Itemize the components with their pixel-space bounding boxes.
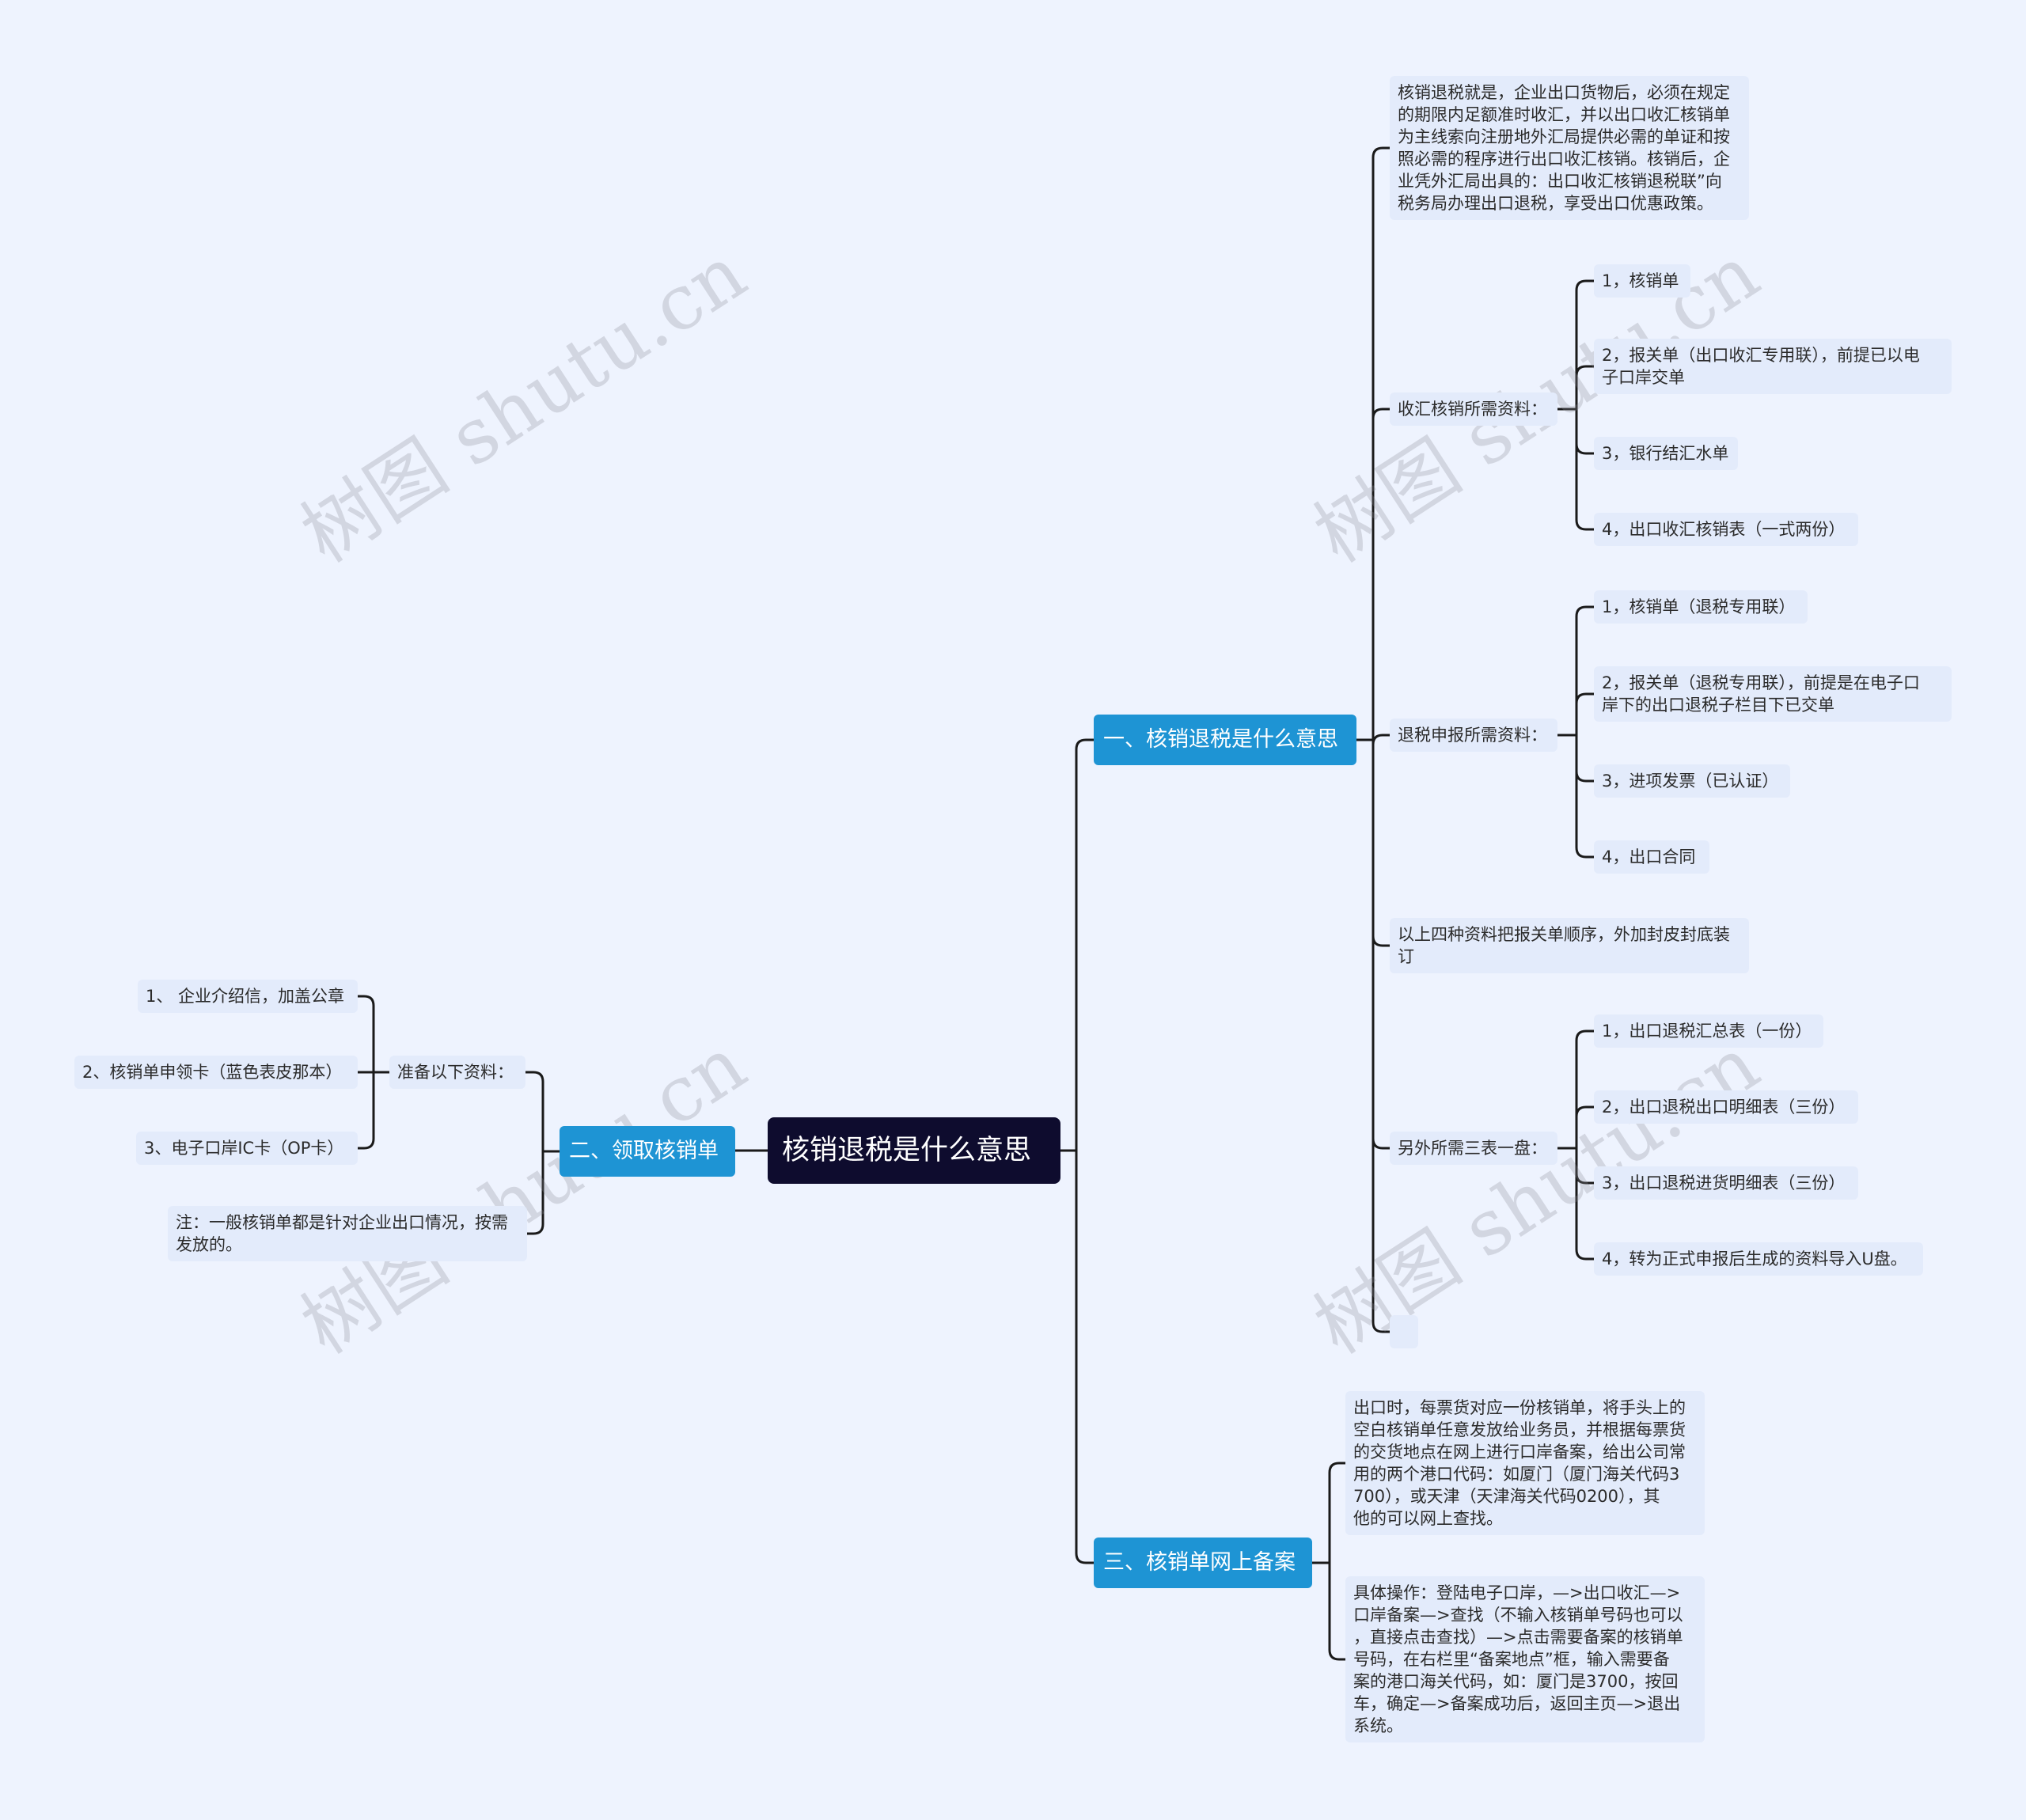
root-node[interactable]: 核销退税是什么意思 [768,1117,1060,1184]
connector [527,1151,544,1235]
group-label-three-forms: 另外所需三表一盘： [1390,1132,1557,1165]
connector [1372,740,1390,947]
branch-node-2[interactable]: 二、领取核销单 [560,1126,735,1177]
connector [1575,735,1594,783]
connector [1575,409,1594,455]
list-item: 1，出口退税汇总表（一份） [1594,1014,1823,1048]
list-item: 2，报关单（出口收汇专用联），前提已以电 子口岸交单 [1594,339,1952,394]
list-item: 4，出口收汇核销表（一式两份） [1594,513,1858,546]
list-item: 1，核销单（退税专用联） [1594,590,1808,624]
list-item: 2，报关单（退税专用联），前提是在电子口 岸下的出口退税子栏目下已交单 [1594,666,1952,722]
list-item: 3，出口退税进货明细表（三份） [1594,1166,1858,1200]
connector [1575,605,1594,735]
connector [1575,1105,1594,1148]
list-item: 1、 企业介绍信，加盖公章 [138,980,358,1013]
connector [1575,692,1594,735]
filing-description: 出口时，每票货对应一份核销单，将手头上的 空白核销单任意发放给业务员，并根据每票… [1345,1391,1705,1535]
list-item: 3、电子口岸IC卡（OP卡） [136,1132,358,1165]
connector [1075,738,1094,1151]
group-label-settlement-materials: 收汇核销所需资料： [1390,392,1557,426]
list-item: 4，转为正式申报后生成的资料导入U盘。 [1594,1242,1923,1276]
list-item: 3，进项发票（已认证） [1594,764,1790,798]
group-label-prepare-materials: 准备以下资料： [389,1056,525,1089]
filing-steps: 具体操作：登陆电子口岸，—>出口收汇—> 口岸备案—>查找（不输入核销单号码也可… [1345,1576,1705,1742]
definition-text: 核销退税就是，企业出口货物后，必须在规定 的期限内足额准时收汇，并以出口收汇核销… [1390,76,1749,220]
connector [1575,279,1594,409]
connector [1575,1148,1594,1261]
connector [1372,734,1390,745]
group-label-refund-materials: 退税申报所需资料： [1390,719,1557,752]
connector [1575,1029,1594,1148]
branch-node-1[interactable]: 一、核销退税是什么意思 [1094,715,1356,765]
connector [1372,408,1390,740]
branch-node-3[interactable]: 三、核销单网上备案 [1094,1538,1312,1588]
list-item: 4，出口合同 [1594,840,1709,874]
issue-note: 注：一般核销单都是针对企业出口情况，按需 发放的。 [168,1206,527,1261]
empty-node [1390,1315,1418,1348]
list-item: 3，银行结汇水单 [1594,437,1738,470]
connector [1575,365,1594,409]
list-item: 2，出口退税出口明细表（三份） [1594,1090,1858,1124]
binding-note: 以上四种资料把报关单顺序，外加封皮封底装 订 [1390,918,1749,973]
list-item: 1，核销单 [1594,264,1690,298]
connector [1075,1151,1094,1564]
connector [525,1071,544,1151]
connector [358,1072,375,1150]
connector [1575,409,1594,531]
connector [1372,740,1390,1333]
list-item: 2、核销单申领卡（蓝色表皮那本） [74,1056,358,1089]
connector [1575,735,1594,859]
connector [1372,146,1390,740]
connector [358,995,375,1072]
connector [1328,1462,1345,1563]
connector [1328,1563,1345,1661]
connector [1575,1148,1594,1185]
